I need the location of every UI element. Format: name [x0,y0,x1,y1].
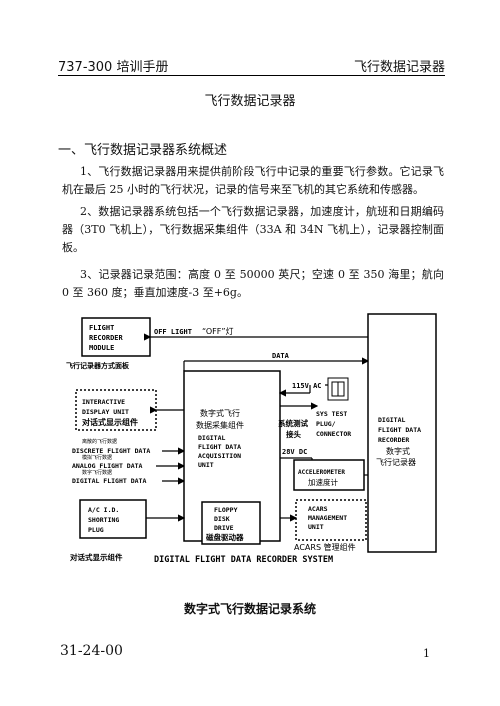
section-heading: 一、飞行数据记录器系统概述 [58,143,228,158]
digital-data-label: DIGITAL FLIGHT DATA [72,477,146,485]
idu-line-2: DISPLAY UNIT [82,408,129,416]
ac-id-shorting-plug: A/C I.D. SHORTING PLUG [79,499,147,539]
dfdr-cn-line-1: 数字式 [386,446,410,456]
off-light-label-cn: “OFF”灯 [202,326,234,336]
accelerometer-label-cn: 加速度计 [308,477,338,487]
dfdr-line-1: DIGITAL [378,416,405,424]
acars-line-1: ACARS [308,505,328,513]
floppy-line-2: DISK [214,515,230,523]
data-line-label: DATA [272,352,290,360]
sys-test-line-2: PLUG/ [316,420,336,428]
paragraph-1: 1、飞行数据记录器用来提供前阶段飞行中记录的重要飞行参数。它记录飞机在最后 25… [62,165,444,196]
frm-label-cn: 飞行记录器方式面板 [66,361,130,370]
acars-management-unit: ACARS MANAGEMENT UNIT [295,499,367,541]
power-28v-label: 28V DC [282,448,307,456]
acid-line-3: PLUG [88,526,104,534]
power-115v-label: 115V AC [292,382,322,390]
analog-data-label-cn: 模拟飞行数据 [82,454,112,461]
idu-line-1: INTERACTIVE [82,398,125,406]
sys-test-cn-line-1: 系统测试 [278,418,308,428]
system-diagram: FLIGHT RECORDER MODULE 飞行记录器方式面板 OFF LIG… [66,313,437,565]
discrete-data-label-cn: 离散的飞行数据 [82,438,117,445]
diagram-system-title: DIGITAL FLIGHT DATA RECORDER SYSTEM [154,555,333,565]
floppy-label-cn: 磁盘驱动器 [206,532,244,542]
paragraph-3: 3、记录器记录范围：高度 0 至 50000 英尺；空速 0 至 350 海里；… [62,268,444,299]
dfdr-line-3: RECORDER [378,436,409,444]
test-connector-icon [327,377,349,401]
page-title: 飞行数据记录器 [204,94,296,109]
header-manual-title: 737-300 培训手册 [58,60,169,75]
acid-line-1: A/C I.D. [88,506,119,514]
analog-data-label: ANALOG FLIGHT DATA [72,462,143,470]
acars-label-cn: ACARS 管理组件 [294,542,356,552]
dfdau-line-1: DIGITAL [198,434,225,442]
frm-line-2: RECORDER [89,334,124,342]
dfdr-cn-line-2: 飞行记录器 [376,457,416,467]
acid-line-2: SHORTING [88,516,119,524]
acars-line-2: MANAGEMENT [308,514,347,522]
interactive-display-unit: INTERACTIVE DISPLAY UNIT 对话式显示组件 [75,389,157,431]
paragraph-2: 2、数据记录器系统包括一个飞行数据记录器，加速度计，航班和日期编码器（3T0 飞… [62,205,444,254]
floppy-line-3: DRIVE [214,524,234,532]
accelerometer-label: ACCELEROMETER [298,469,345,476]
acars-line-3: UNIT [308,523,324,531]
dfdr-box: DIGITAL FLIGHT DATA RECORDER 数字式 飞行记录器 [367,313,437,553]
off-light-label: OFF LIGHT [154,328,192,336]
flight-recorder-module: FLIGHT RECORDER MODULE [81,317,151,357]
sys-test-line-3: CONNECTOR [316,430,351,438]
dfdau-line-4: UNIT [198,461,214,469]
header-divider [58,75,445,76]
floppy-line-1: FLOPPY [214,506,238,514]
dfdau-line-3: ACQUISITION [198,452,241,460]
dfdau-cn-line-2: 数据采集组件 [196,420,244,430]
floppy-disk-drive-box: FLOPPY DISK DRIVE 磁盘驱动器 [201,501,261,545]
dfdr-line-2: FLIGHT DATA [378,426,421,434]
accelerometer-box: ACCELEROMETER 加速度计 [293,459,365,491]
footer-doc-number: 31-24-00 [60,643,123,659]
idu-label-cn: 对话式显示组件 [82,417,138,427]
dfdau-cn-line-1: 数字式飞行 [200,408,240,418]
footer-page-number: 1 [423,647,430,660]
dfdau-line-2: FLIGHT DATA [198,443,241,451]
sys-test-line-1: SYS TEST [316,410,347,418]
discrete-data-label: DISCRETE FLIGHT DATA [72,447,150,455]
frm-line-1: FLIGHT [89,324,114,332]
sys-test-cn-line-2: 接头 [286,429,301,439]
header-chapter-title: 飞行数据记录器 [353,60,445,75]
figure-caption: 数字式飞行数据记录系统 [183,602,316,616]
acid-label-cn: 对话式显示组件 [70,552,123,562]
sys-test-plug: SYS TEST PLUG/ CONNECTOR [316,410,351,438]
frm-line-3: MODULE [89,344,114,352]
digital-data-label-cn: 数字飞行数据 [82,469,112,476]
